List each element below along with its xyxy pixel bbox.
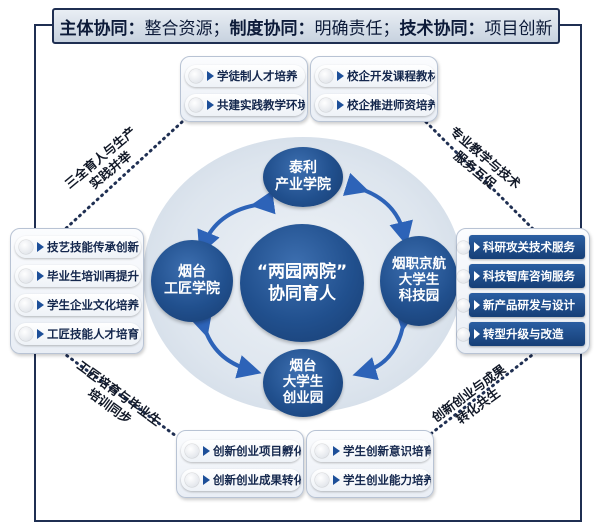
bullet-icon bbox=[185, 444, 199, 458]
node-left-line1: 烟台 bbox=[178, 264, 206, 281]
item-label: 新产品研发与设计 bbox=[483, 298, 575, 312]
arrow-right-icon bbox=[474, 300, 480, 310]
header-tech-label: 技术协同： bbox=[399, 18, 485, 39]
list-item: 创新创业成果转化 bbox=[181, 469, 301, 491]
item-label: 创新创业成果转化 bbox=[213, 473, 301, 487]
list-item: 科技智库咨询服务 bbox=[457, 264, 585, 288]
panel-top-right: 校企开发课程教材 校企推进师资培养 bbox=[310, 56, 438, 122]
node-bottom-line1: 烟台 bbox=[289, 358, 317, 375]
list-item: 毕业生培训再提升 bbox=[15, 265, 141, 287]
list-item: 新产品研发与设计 bbox=[457, 293, 585, 317]
bullet-icon bbox=[457, 240, 470, 254]
center-title-line1: “两园两院” bbox=[256, 261, 348, 282]
item-label: 学徒制人才培养 bbox=[217, 69, 298, 83]
panel-left: 技艺技能传承创新 毕业生培训再提升 学生企业文化培养 工匠技能人才培育 bbox=[10, 228, 144, 354]
bullet-icon bbox=[19, 269, 33, 283]
node-left-craftsman-college: 烟台 工匠学院 bbox=[151, 240, 233, 322]
arrow-right-icon bbox=[207, 71, 214, 81]
bullet-icon bbox=[457, 327, 470, 341]
list-item: 校企开发课程教材 bbox=[315, 65, 435, 87]
arrow-right-icon bbox=[474, 242, 480, 252]
bullet-icon bbox=[457, 298, 470, 312]
panel-top-left: 学徒制人才培养 共建实践教学环境 bbox=[180, 56, 308, 122]
node-right-science-park: 烟职京航 大学生 科技园 bbox=[380, 236, 458, 326]
list-item: 学徒制人才培养 bbox=[185, 65, 305, 87]
bullet-icon bbox=[19, 298, 33, 312]
node-left-line2: 工匠学院 bbox=[164, 281, 220, 297]
panel-right: 科研攻关技术服务 科技智库咨询服务 新产品研发与设计 转型升级与改造 bbox=[456, 228, 590, 354]
bullet-icon bbox=[185, 473, 199, 487]
list-item: 转型升级与改造 bbox=[457, 322, 585, 346]
bullet-icon bbox=[19, 240, 33, 254]
bullet-icon bbox=[189, 98, 203, 112]
bullet-icon bbox=[189, 69, 203, 83]
list-item: 校企推进师资培养 bbox=[315, 94, 435, 116]
arrow-right-icon bbox=[203, 446, 210, 456]
item-label: 学生创新意识培育 bbox=[343, 444, 431, 458]
node-center: “两园两院” 协同育人 bbox=[240, 224, 364, 342]
bullet-icon bbox=[319, 69, 333, 83]
panel-bottom-left: 创新创业项目孵化 创新创业成果转化 bbox=[176, 430, 304, 498]
list-item: 科研攻关技术服务 bbox=[457, 235, 585, 259]
arrow-right-icon bbox=[37, 242, 44, 252]
arrow-right-icon bbox=[203, 475, 210, 485]
item-label: 毕业生培训再提升 bbox=[47, 269, 139, 283]
node-right-line1: 烟职京航 bbox=[392, 256, 446, 273]
item-label: 共建实践教学环境 bbox=[217, 98, 305, 112]
item-label: 校企开发课程教材 bbox=[347, 69, 435, 83]
item-label: 转型升级与改造 bbox=[483, 327, 564, 341]
list-item: 学生创新意识培育 bbox=[311, 440, 431, 462]
center-title-line2: 协同育人 bbox=[268, 284, 336, 304]
header-system-label: 制度协同： bbox=[229, 18, 315, 39]
bullet-icon bbox=[319, 98, 333, 112]
node-bottom-line3: 创业园 bbox=[282, 389, 324, 406]
node-bottom-line2: 大学生 bbox=[282, 374, 324, 391]
arrow-right-icon bbox=[37, 300, 44, 310]
list-item: 学生创业能力培养 bbox=[311, 469, 431, 491]
arrow-right-icon bbox=[337, 71, 344, 81]
item-label: 创新创业项目孵化 bbox=[213, 444, 301, 458]
node-top-line1: 泰利 bbox=[289, 160, 317, 177]
arrow-right-icon bbox=[333, 475, 340, 485]
node-top-industry-college: 泰利 产业学院 bbox=[263, 147, 343, 207]
header-system-text: 明确责任； bbox=[314, 18, 400, 39]
item-label: 校企推进师资培养 bbox=[347, 98, 435, 112]
node-right-line3: 科技园 bbox=[398, 287, 440, 304]
list-item: 学生企业文化培养 bbox=[15, 294, 141, 316]
bullet-icon bbox=[315, 444, 329, 458]
arrow-right-icon bbox=[37, 271, 44, 281]
node-right-line2: 大学生 bbox=[398, 272, 440, 289]
panel-bottom-right: 学生创新意识培育 学生创业能力培养 bbox=[306, 430, 434, 498]
list-item: 工匠技能人才培育 bbox=[15, 323, 141, 345]
header-subject-label: 主体协同： bbox=[59, 18, 145, 39]
item-label: 学生企业文化培养 bbox=[47, 298, 139, 312]
arrow-right-icon bbox=[37, 329, 44, 339]
list-item: 创新创业项目孵化 bbox=[181, 440, 301, 462]
item-label: 学生创业能力培养 bbox=[343, 473, 431, 487]
bullet-icon bbox=[19, 327, 33, 341]
header-banner: 主体协同： 整合资源； 制度协同： 明确责任； 技术协同： 项目创新 bbox=[52, 8, 560, 44]
item-label: 工匠技能人才培育 bbox=[47, 327, 139, 341]
header-tech-text: 项目创新 bbox=[484, 18, 553, 39]
list-item: 共建实践教学环境 bbox=[185, 94, 305, 116]
header-subject-text: 整合资源； bbox=[144, 18, 230, 39]
node-top-line2: 产业学院 bbox=[275, 177, 331, 193]
arrow-right-icon bbox=[474, 329, 480, 339]
arrow-right-icon bbox=[474, 271, 480, 281]
item-label: 技艺技能传承创新 bbox=[47, 240, 139, 254]
item-label: 科研攻关技术服务 bbox=[483, 240, 575, 254]
arrow-right-icon bbox=[207, 100, 214, 110]
bullet-icon bbox=[457, 269, 470, 283]
arrow-right-icon bbox=[333, 446, 340, 456]
bullet-icon bbox=[315, 473, 329, 487]
node-bottom-startup-park: 烟台 大学生 创业园 bbox=[263, 349, 343, 417]
arrow-right-icon bbox=[337, 100, 344, 110]
list-item: 技艺技能传承创新 bbox=[15, 236, 141, 258]
item-label: 科技智库咨询服务 bbox=[483, 269, 575, 283]
